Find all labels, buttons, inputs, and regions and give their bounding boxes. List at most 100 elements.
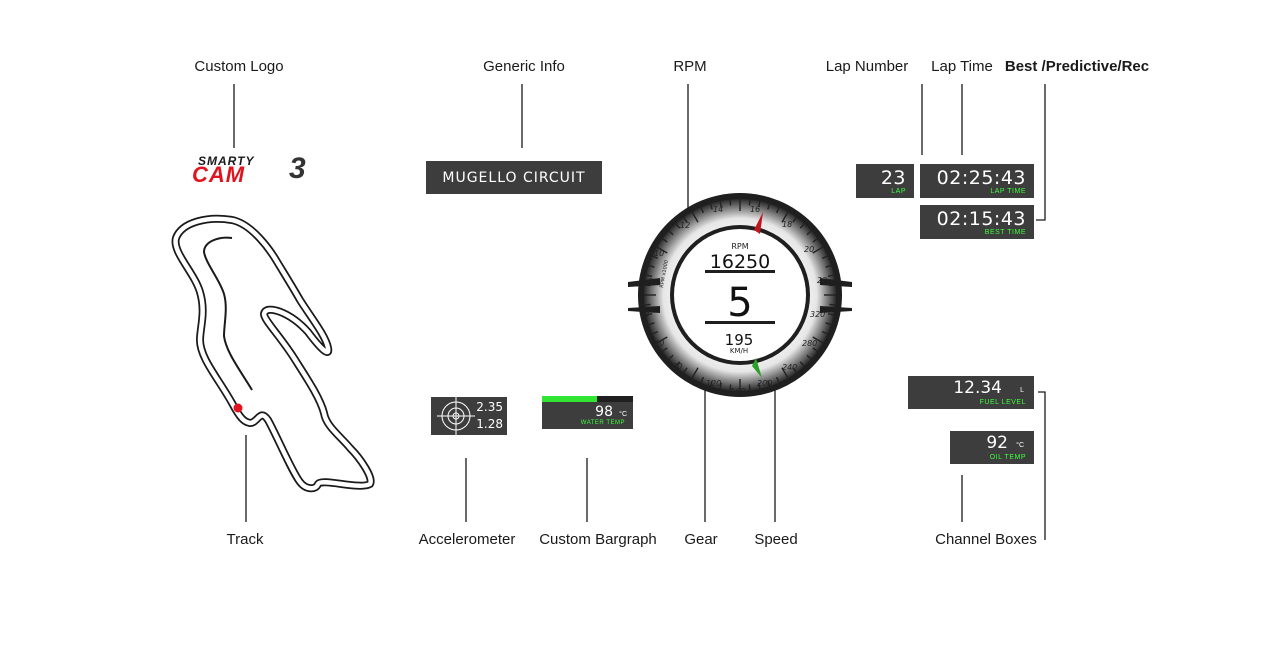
speed-tick-label: 0 [644,310,649,319]
gear-value: 5 [727,280,752,326]
best-time-value: 02:15:43 [936,208,1026,230]
gauge-tick [661,238,668,243]
gauge-tick [775,207,780,214]
gauge-tick [648,264,655,268]
crosshair-icon [437,397,475,435]
gauge-tick [748,384,751,391]
rpm-caption: RPM [731,242,748,251]
speed-tick-label: 160 [730,387,745,396]
label-lap-time: Lap Time [931,58,993,75]
lap-number-value: 23 [880,167,906,189]
speed-tick-label: 80 [672,362,682,371]
track-position-marker [233,403,243,413]
gauge-tick [812,336,824,344]
tachometer-gauge: 0 10 12 14 16 18 20 22 RPM x1000 0 40 80… [628,193,852,397]
gauge-tick [656,336,668,344]
gauge-tick [781,211,789,223]
gauge-tick [700,207,705,214]
rpm-value: 16250 [710,251,770,273]
best-time-caption: BEST TIME [984,229,1026,236]
rpm-tick-label: 14 [713,205,723,214]
accelerometer-box: 2.35 1.28 [431,397,507,435]
gauge-tick [709,203,713,210]
gauge-tick [729,199,732,206]
track-map [171,214,375,493]
label-generic-info: Generic Info [483,58,565,75]
gauge-tick [806,230,812,236]
generic-info-text: MUGELLO CIRCUIT [442,169,586,186]
gauge-tick [758,382,761,390]
gauge-tick [719,382,722,390]
gauge-tick [812,246,824,254]
bargraph-track [542,396,633,402]
best-time-box: 02:15:43 BEST TIME [920,205,1034,239]
gauge-tick [719,200,722,208]
speed-tick-label: 320 [810,310,825,319]
rpm-tick-label: 12 [680,221,690,230]
gauge-tick [827,313,835,316]
gauge-tick [691,211,699,223]
label-custom-bargraph: Custom Bargraph [539,531,657,548]
gauge-tick [675,361,681,367]
label-lap-number: Lap Number [825,58,909,75]
water-temp-bargraph: 98 °C WATER TEMP [542,396,633,429]
gauge-tick [683,367,688,374]
gauge-tick [644,303,651,306]
gauge-tick [827,274,835,277]
smartycam-logo: SMARTY CAM 3 [192,152,332,187]
speed-value: 195 [725,331,754,349]
oil-temp-caption: OIL TEMP [989,454,1026,461]
speed-tick-label: 200 [757,379,772,388]
logo-text-smarty: SMARTY [198,154,255,168]
speed-unit: KM/H [730,347,748,355]
gauge-tick [792,216,797,223]
rpm-side-label: RPM x1000 [659,260,670,289]
gauge-tick [668,230,674,236]
oil-temp-value: 92 [986,433,1008,453]
gauge-tick [758,200,761,208]
rpm-tick-label: 22 [817,276,827,285]
lap-time-caption: LAP TIME [990,188,1026,195]
gauge-tick [799,223,805,229]
gauge-tick [645,313,653,316]
water-temp-unit: °C [619,411,627,418]
gauge-tick [683,216,688,223]
label-channel-boxes: Channel Boxes [935,531,1037,548]
gauge-tick [729,384,732,391]
rpm-tick-label: 0 [648,277,653,286]
oil-temp-box: 92 °C OIL TEMP [950,431,1034,464]
bargraph-fill [542,396,597,402]
fuel-level-unit: L [1020,387,1024,394]
gauge-tick [775,376,780,383]
gauge-tick [812,347,819,352]
gauge-tick [691,367,699,379]
gauge-tick [652,330,659,335]
label-track: Track [226,531,264,548]
gauge-tick [825,322,832,326]
rpm-needle [754,212,763,234]
speed-tick-label: 40 [654,339,664,348]
fuel-level-caption: FUEL LEVEL [979,399,1026,406]
gauge-tick [806,354,812,360]
gauge-tick [767,380,771,387]
gauge-tick [748,199,751,206]
gauge-tick [668,354,674,360]
gauge-tick [652,255,659,260]
rpm-tick-label: 16 [750,205,760,214]
gauge-tick [792,367,797,374]
water-temp-value: 98 [595,404,613,420]
fuel-level-value: 12.34 [953,378,1002,398]
accel-x-value: 2.35 [476,400,503,414]
lap-time-value: 02:25:43 [936,167,1026,189]
speed-tick-label: 120 [706,379,721,388]
logo-text-cam: CAM [192,162,246,187]
gauge-tick [829,303,836,306]
speed-tick-label: 240 [782,363,797,372]
rpm-tick-label: 18 [782,220,792,229]
label-custom-logo: Custom Logo [194,58,284,75]
gauge-tick [825,264,832,268]
gauge-tick [781,367,789,379]
accel-y-value: 1.28 [476,417,503,431]
label-best-predictive: Best /Predictive/Rec [1004,58,1150,75]
logo-text-3: 3 [289,152,306,185]
